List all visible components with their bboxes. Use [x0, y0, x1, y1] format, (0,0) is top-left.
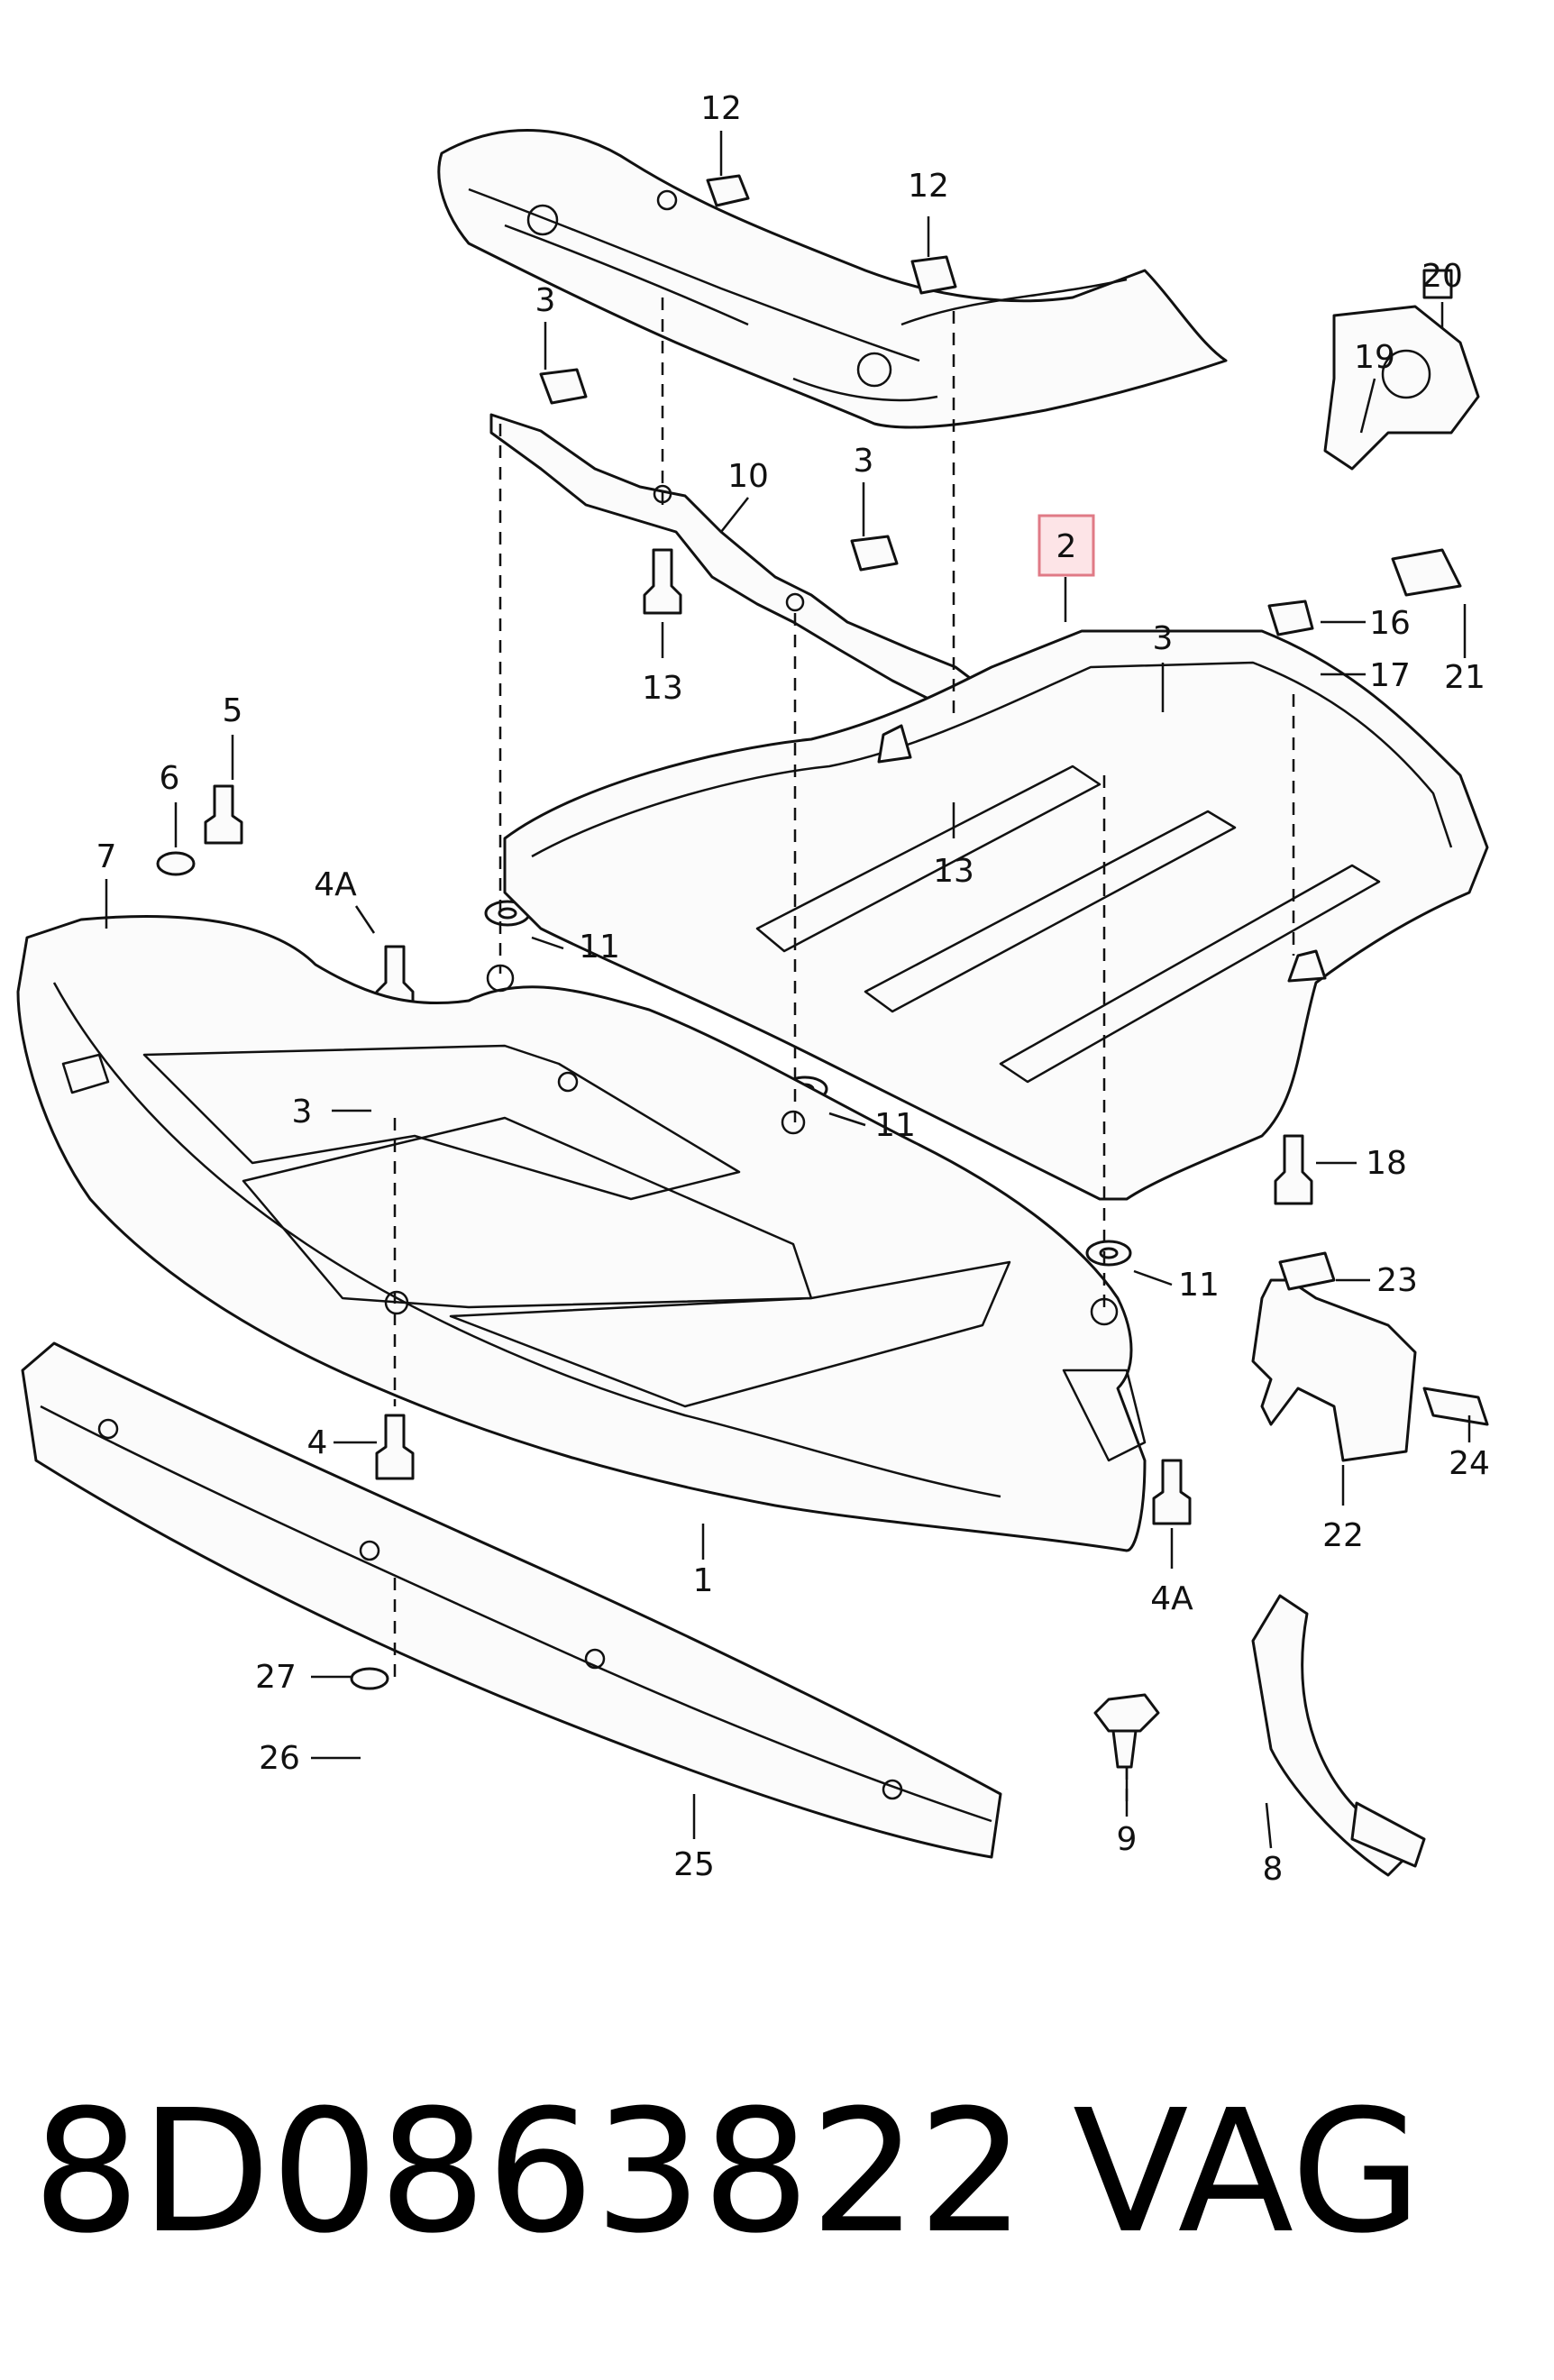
callout-6: 6: [160, 760, 180, 797]
callout-19: 19: [1354, 339, 1395, 376]
callout-3a: 3: [535, 282, 556, 319]
callout-9: 9: [1117, 1821, 1138, 1858]
callout-2: 2: [1056, 528, 1077, 565]
callout-13b: 13: [933, 853, 974, 890]
callout-labels: 12 12 20 3 19 10 3 2 3 16 17 21 13 5 6 1…: [96, 90, 1490, 1888]
callout-7: 7: [96, 838, 117, 875]
callout-25: 25: [673, 1846, 715, 1883]
callout-23: 23: [1376, 1262, 1418, 1299]
callout-27: 27: [255, 1659, 297, 1696]
callout-18: 18: [1366, 1145, 1407, 1182]
callout-12b: 12: [908, 168, 949, 205]
callout-11c: 11: [1178, 1267, 1220, 1304]
underbody-panel-main: [16, 915, 1147, 1552]
underbody-panel-rear: [503, 629, 1489, 1201]
callout-21: 21: [1444, 659, 1485, 696]
callout-8: 8: [1263, 1851, 1284, 1888]
callout-20: 20: [1421, 258, 1463, 295]
part-number: 8D0863822: [32, 2073, 1026, 2271]
footer: 8D0863822 VAG: [0, 2064, 1554, 2281]
callout-3c: 3: [1153, 620, 1174, 657]
callout-4Ab: 4A: [1150, 1580, 1193, 1617]
front-trim: [21, 1341, 1002, 1859]
callout-12a: 12: [700, 90, 742, 127]
callout-10: 10: [727, 458, 769, 495]
callout-5: 5: [223, 692, 243, 729]
callout-26: 26: [259, 1740, 300, 1777]
highlight-box: [1038, 514, 1095, 577]
callout-11b: 11: [874, 1107, 916, 1144]
clip: [1093, 269, 1489, 1769]
callout-13a: 13: [642, 670, 683, 707]
callout-1: 1: [693, 1562, 714, 1599]
callout-4: 4: [307, 1424, 328, 1461]
callout-11a: 11: [579, 929, 620, 966]
brand-name: VAG: [1073, 2073, 1422, 2271]
leader-lines: [105, 131, 1471, 1849]
callout-24: 24: [1449, 1445, 1490, 1482]
callout-17: 17: [1369, 657, 1411, 694]
callout-3d: 3: [292, 1094, 313, 1130]
callout-4Aa: 4A: [314, 866, 357, 903]
callout-3b: 3: [854, 443, 874, 480]
callout-22: 22: [1322, 1517, 1364, 1554]
callout-16: 16: [1369, 605, 1411, 642]
subframe: [437, 129, 1228, 429]
